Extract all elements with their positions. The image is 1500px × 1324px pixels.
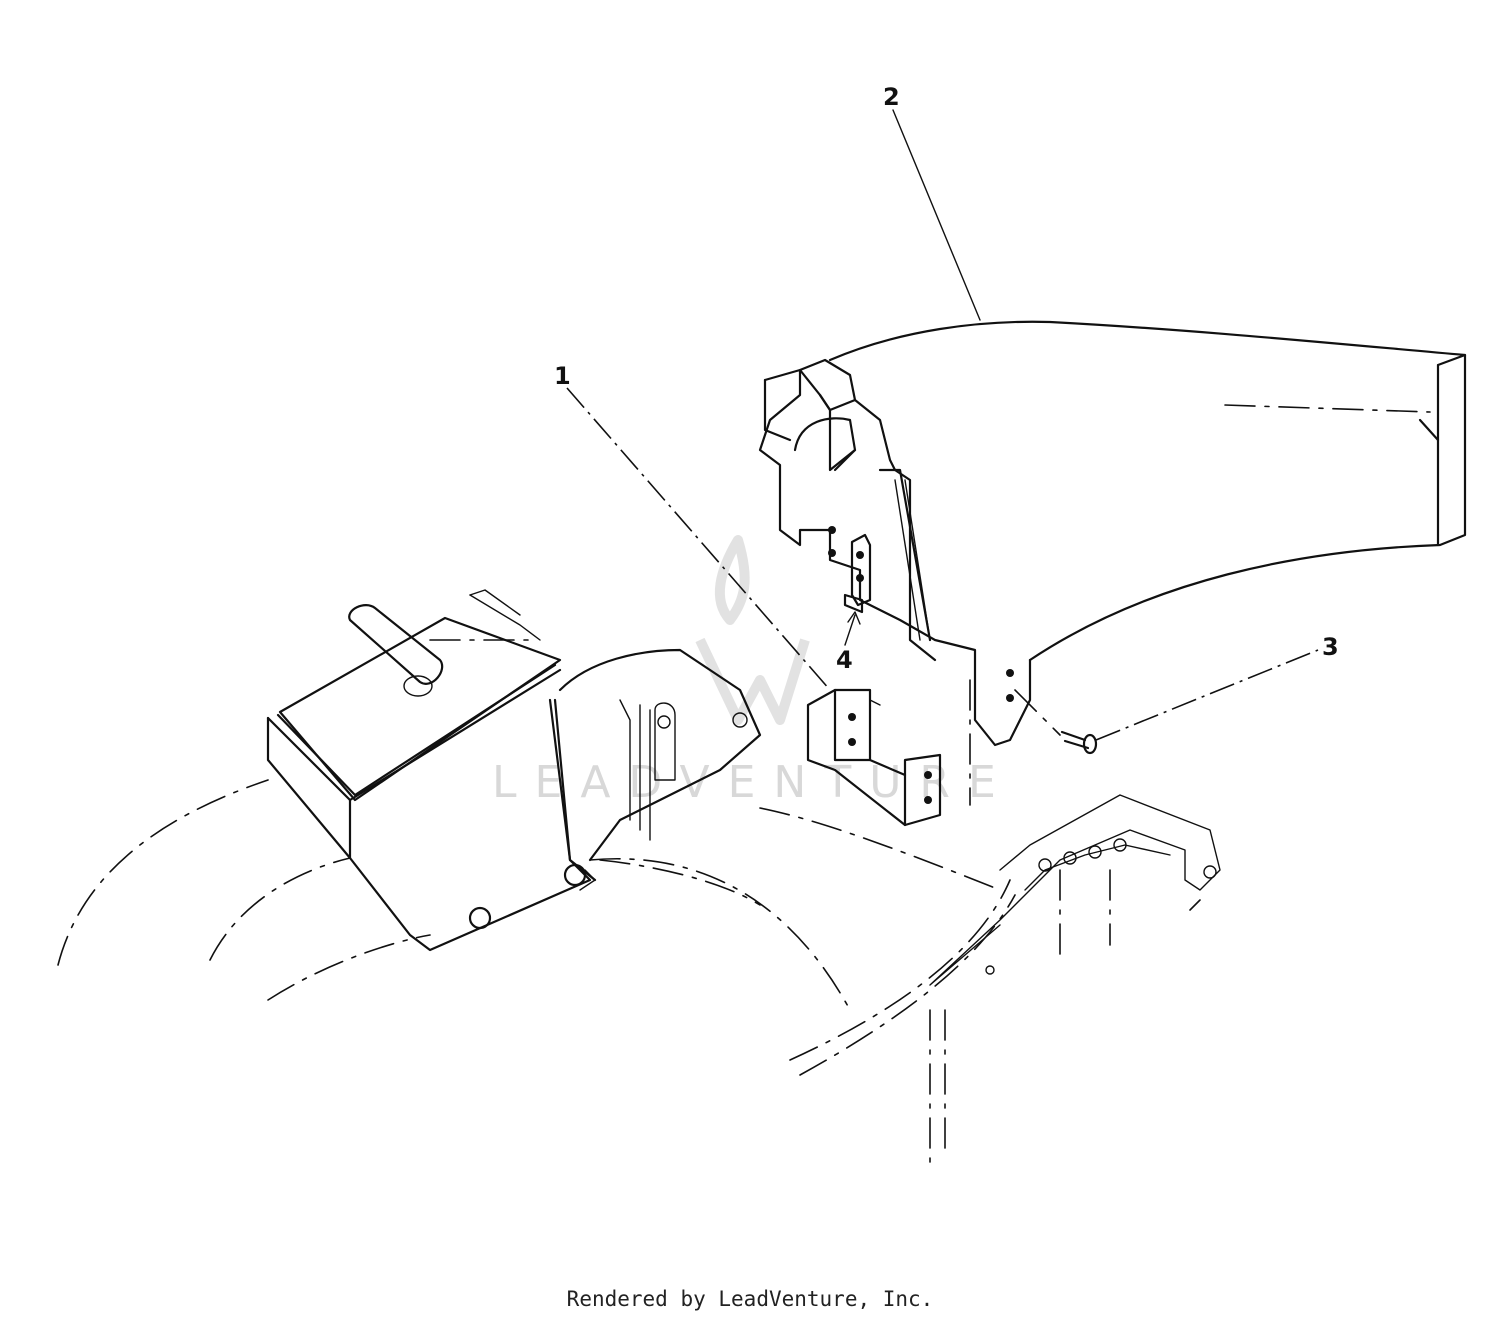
- chute-clip: [843, 533, 872, 614]
- discharge-chute: [758, 320, 1467, 747]
- chute-bolt: [1014, 689, 1098, 755]
- mounting-bracket: [806, 679, 971, 827]
- footer-credit: Rendered by LeadVenture, Inc.: [566, 1287, 934, 1311]
- callout-3: 3: [1322, 633, 1339, 661]
- callout-4: 4: [836, 646, 853, 674]
- discharge-housing: [266, 648, 762, 952]
- deflector-flap: [278, 589, 562, 802]
- frame-rail: [929, 794, 1221, 986]
- mower-deck-outline: [57, 779, 1201, 1166]
- leader-lines: [566, 109, 1319, 741]
- watermark-text: LEADVENTURE: [492, 757, 1014, 808]
- callouts: 2 1 4 3: [554, 83, 1339, 674]
- callout-1: 1: [554, 362, 571, 390]
- watermark-logo-icon: [695, 535, 810, 725]
- callout-2: 2: [883, 83, 900, 111]
- watermark: LEADVENTURE: [492, 535, 1014, 808]
